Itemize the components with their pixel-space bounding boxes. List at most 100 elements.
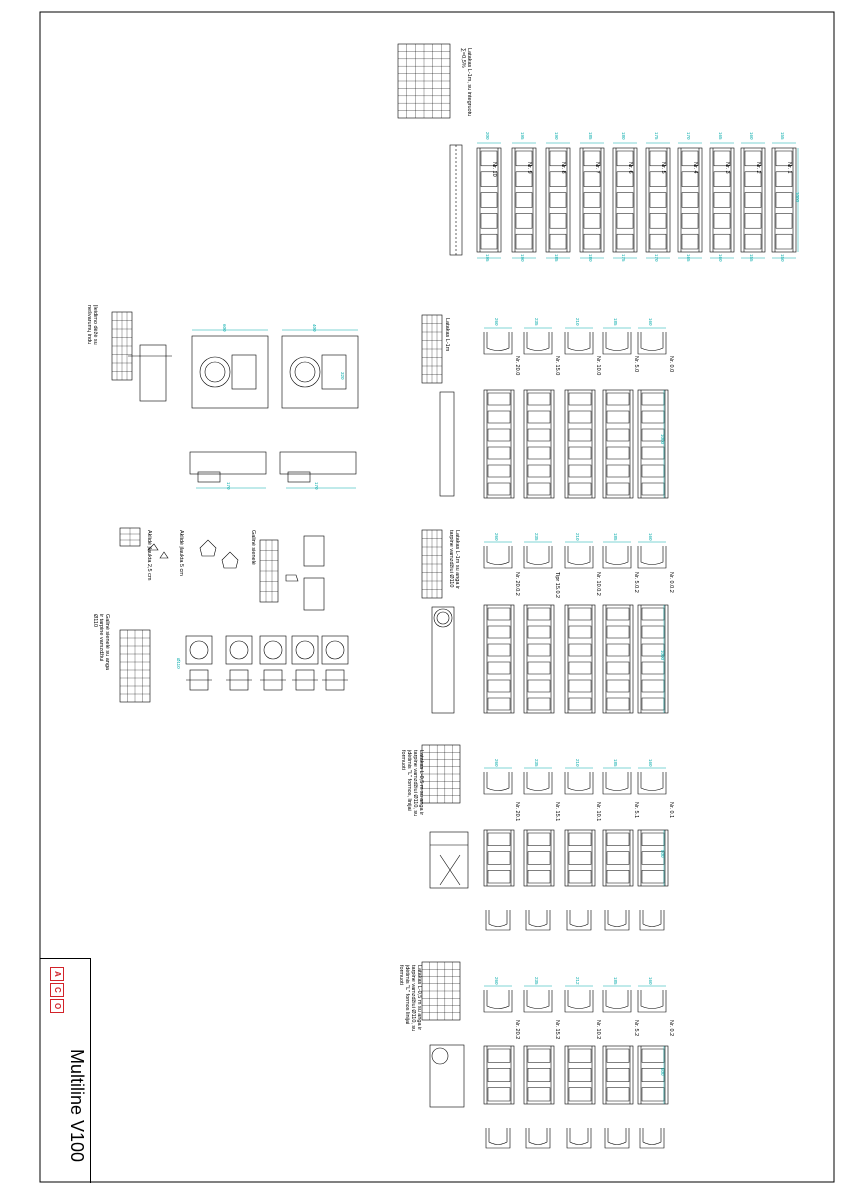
s1-channel-grate-slot [713, 192, 731, 208]
s4-channel-grate-slot [606, 832, 630, 846]
s4-channel [523, 829, 555, 887]
s4-channel-grate-slot [487, 832, 511, 846]
section-5-heading: Latakas L-0,5 m su anga ir tarpine vamzd… [398, 965, 422, 1032]
s5-channel-grate-slot [606, 1048, 630, 1063]
s5-length-dim: 500 [660, 1068, 665, 1076]
s4-insert [604, 910, 630, 931]
s1-channel-grate-slot [616, 213, 634, 229]
s1-channel-grate-slot [681, 150, 699, 167]
s1-item-label: Nr. 9 [526, 162, 532, 174]
s4-channel [637, 829, 669, 887]
s2-item-label: Nr. 15.0 [554, 356, 560, 376]
s1-item-label: Nr. 2 [755, 162, 761, 174]
s3-channel-grate-slot [527, 625, 551, 639]
cb-dim-170b: 170 [314, 482, 319, 490]
endwall-pipe-face [291, 635, 319, 665]
s1-channel-grate-slot [713, 171, 731, 187]
s3-channel-grate-slot [568, 697, 592, 711]
cb-plan-1-outlet [199, 356, 231, 388]
s3-channel-grate-slot [568, 661, 592, 675]
s1-top-dim: 165 [718, 132, 723, 140]
aco-logo: A C O [50, 967, 66, 1013]
s2-profile [602, 332, 632, 355]
s3-channel-grate-slot [527, 679, 551, 693]
s4-side-view [429, 831, 469, 889]
s4-insert [566, 910, 592, 931]
s5-item-label: Nr. 0.2 [668, 1020, 674, 1037]
cb-plan-2-outlet-inner [294, 361, 316, 383]
s3-top-dim: 260 [494, 533, 499, 541]
s1-channel-grate-slot [583, 150, 601, 167]
s3-channel-grate-slot [487, 679, 511, 693]
s1-item-label: Nr. 5 [660, 162, 666, 174]
s3-channel-grate-slot [641, 679, 665, 693]
s5-channel-grate-slot [487, 1087, 511, 1102]
endwall-face-2 [303, 577, 325, 611]
s2-channel-grate-slot [641, 410, 665, 424]
s1-item-label: Nr. 8 [560, 162, 566, 174]
cb-plan-1-bucket [231, 354, 257, 390]
s3-channel [483, 604, 515, 714]
s1-channel-grate-slot [515, 171, 533, 187]
s1-channel-grate-slot [775, 233, 793, 250]
s1-bottom-dim: 155 [749, 254, 754, 262]
sheet-border [39, 11, 835, 1183]
s3-channel [637, 604, 669, 714]
s2-channel-grate-slot [527, 464, 551, 478]
endwall-pipe-hole [229, 640, 249, 660]
s5-channel [523, 1045, 555, 1105]
s5-insert [525, 1128, 551, 1149]
s3-channel-grate-slot [568, 625, 592, 639]
s3-profile [637, 546, 667, 569]
s5-channel-grate-slot [606, 1087, 630, 1102]
s2-channel-grate-slot [568, 464, 592, 478]
s2-item-label: Nr. 5.0 [633, 356, 639, 373]
s1-channel-grate-slot [775, 192, 793, 208]
s4-profile [564, 772, 594, 795]
s3-profile [564, 546, 594, 569]
s1-top-dim: 180 [621, 132, 626, 140]
s4-profile [602, 772, 632, 795]
cb-plan-1 [191, 335, 269, 409]
s1-channel [709, 147, 735, 253]
s5-channel [637, 1045, 669, 1105]
s2-channel-grate-slot [641, 464, 665, 478]
s1-bottom-dim: 175 [621, 254, 626, 262]
s4-insert [485, 910, 511, 931]
s1-channel-grate-slot [775, 171, 793, 187]
s4-channel-grate-slot [641, 870, 665, 884]
s3-channel-grate-slot [568, 643, 592, 657]
s1-channel [579, 147, 605, 253]
s1-channel-grate-slot [549, 192, 567, 208]
s4-channel-grate-slot [487, 851, 511, 865]
s2-channel-grate-slot [606, 482, 630, 496]
s1-top-dim: 185 [588, 132, 593, 140]
endwall-pipe-hole [325, 640, 345, 660]
s3-channel-grate-slot [568, 607, 592, 621]
s4-top-dim: 210 [575, 759, 580, 767]
endwall-profile [285, 574, 299, 582]
s2-channel-grate-slot [527, 428, 551, 442]
s2-channel-grate-slot [527, 482, 551, 496]
s1-length-dim: 1000 [795, 192, 800, 203]
s1-bottom-dim: 165 [686, 254, 691, 262]
cb-dim-400: 400 [312, 324, 317, 332]
s1-channel-grate-slot [583, 192, 601, 208]
s2-channel-grate-slot [487, 428, 511, 442]
s3-top-dim: 160 [648, 533, 653, 541]
s1-channel-grate-slot [649, 171, 667, 187]
s1-channel-grate-slot [744, 150, 762, 167]
s5-insert [604, 1128, 630, 1149]
cb-elev-1 [189, 451, 267, 475]
s4-channel [602, 829, 634, 887]
s5-profile [523, 990, 553, 1013]
s5-top-dim: 235 [534, 977, 539, 985]
s5-top-dim: 212 [575, 977, 580, 985]
endcap-50-shape [221, 551, 239, 569]
s2-channel [564, 389, 596, 499]
endwall-pipe-dim: Ø110 [176, 658, 181, 669]
s1-channel-grate-slot [480, 192, 498, 208]
section-2-heading: Latakas L-1m [444, 318, 450, 352]
s1-channel-grate-slot [744, 171, 762, 187]
s3-channel-grate-slot [487, 625, 511, 639]
